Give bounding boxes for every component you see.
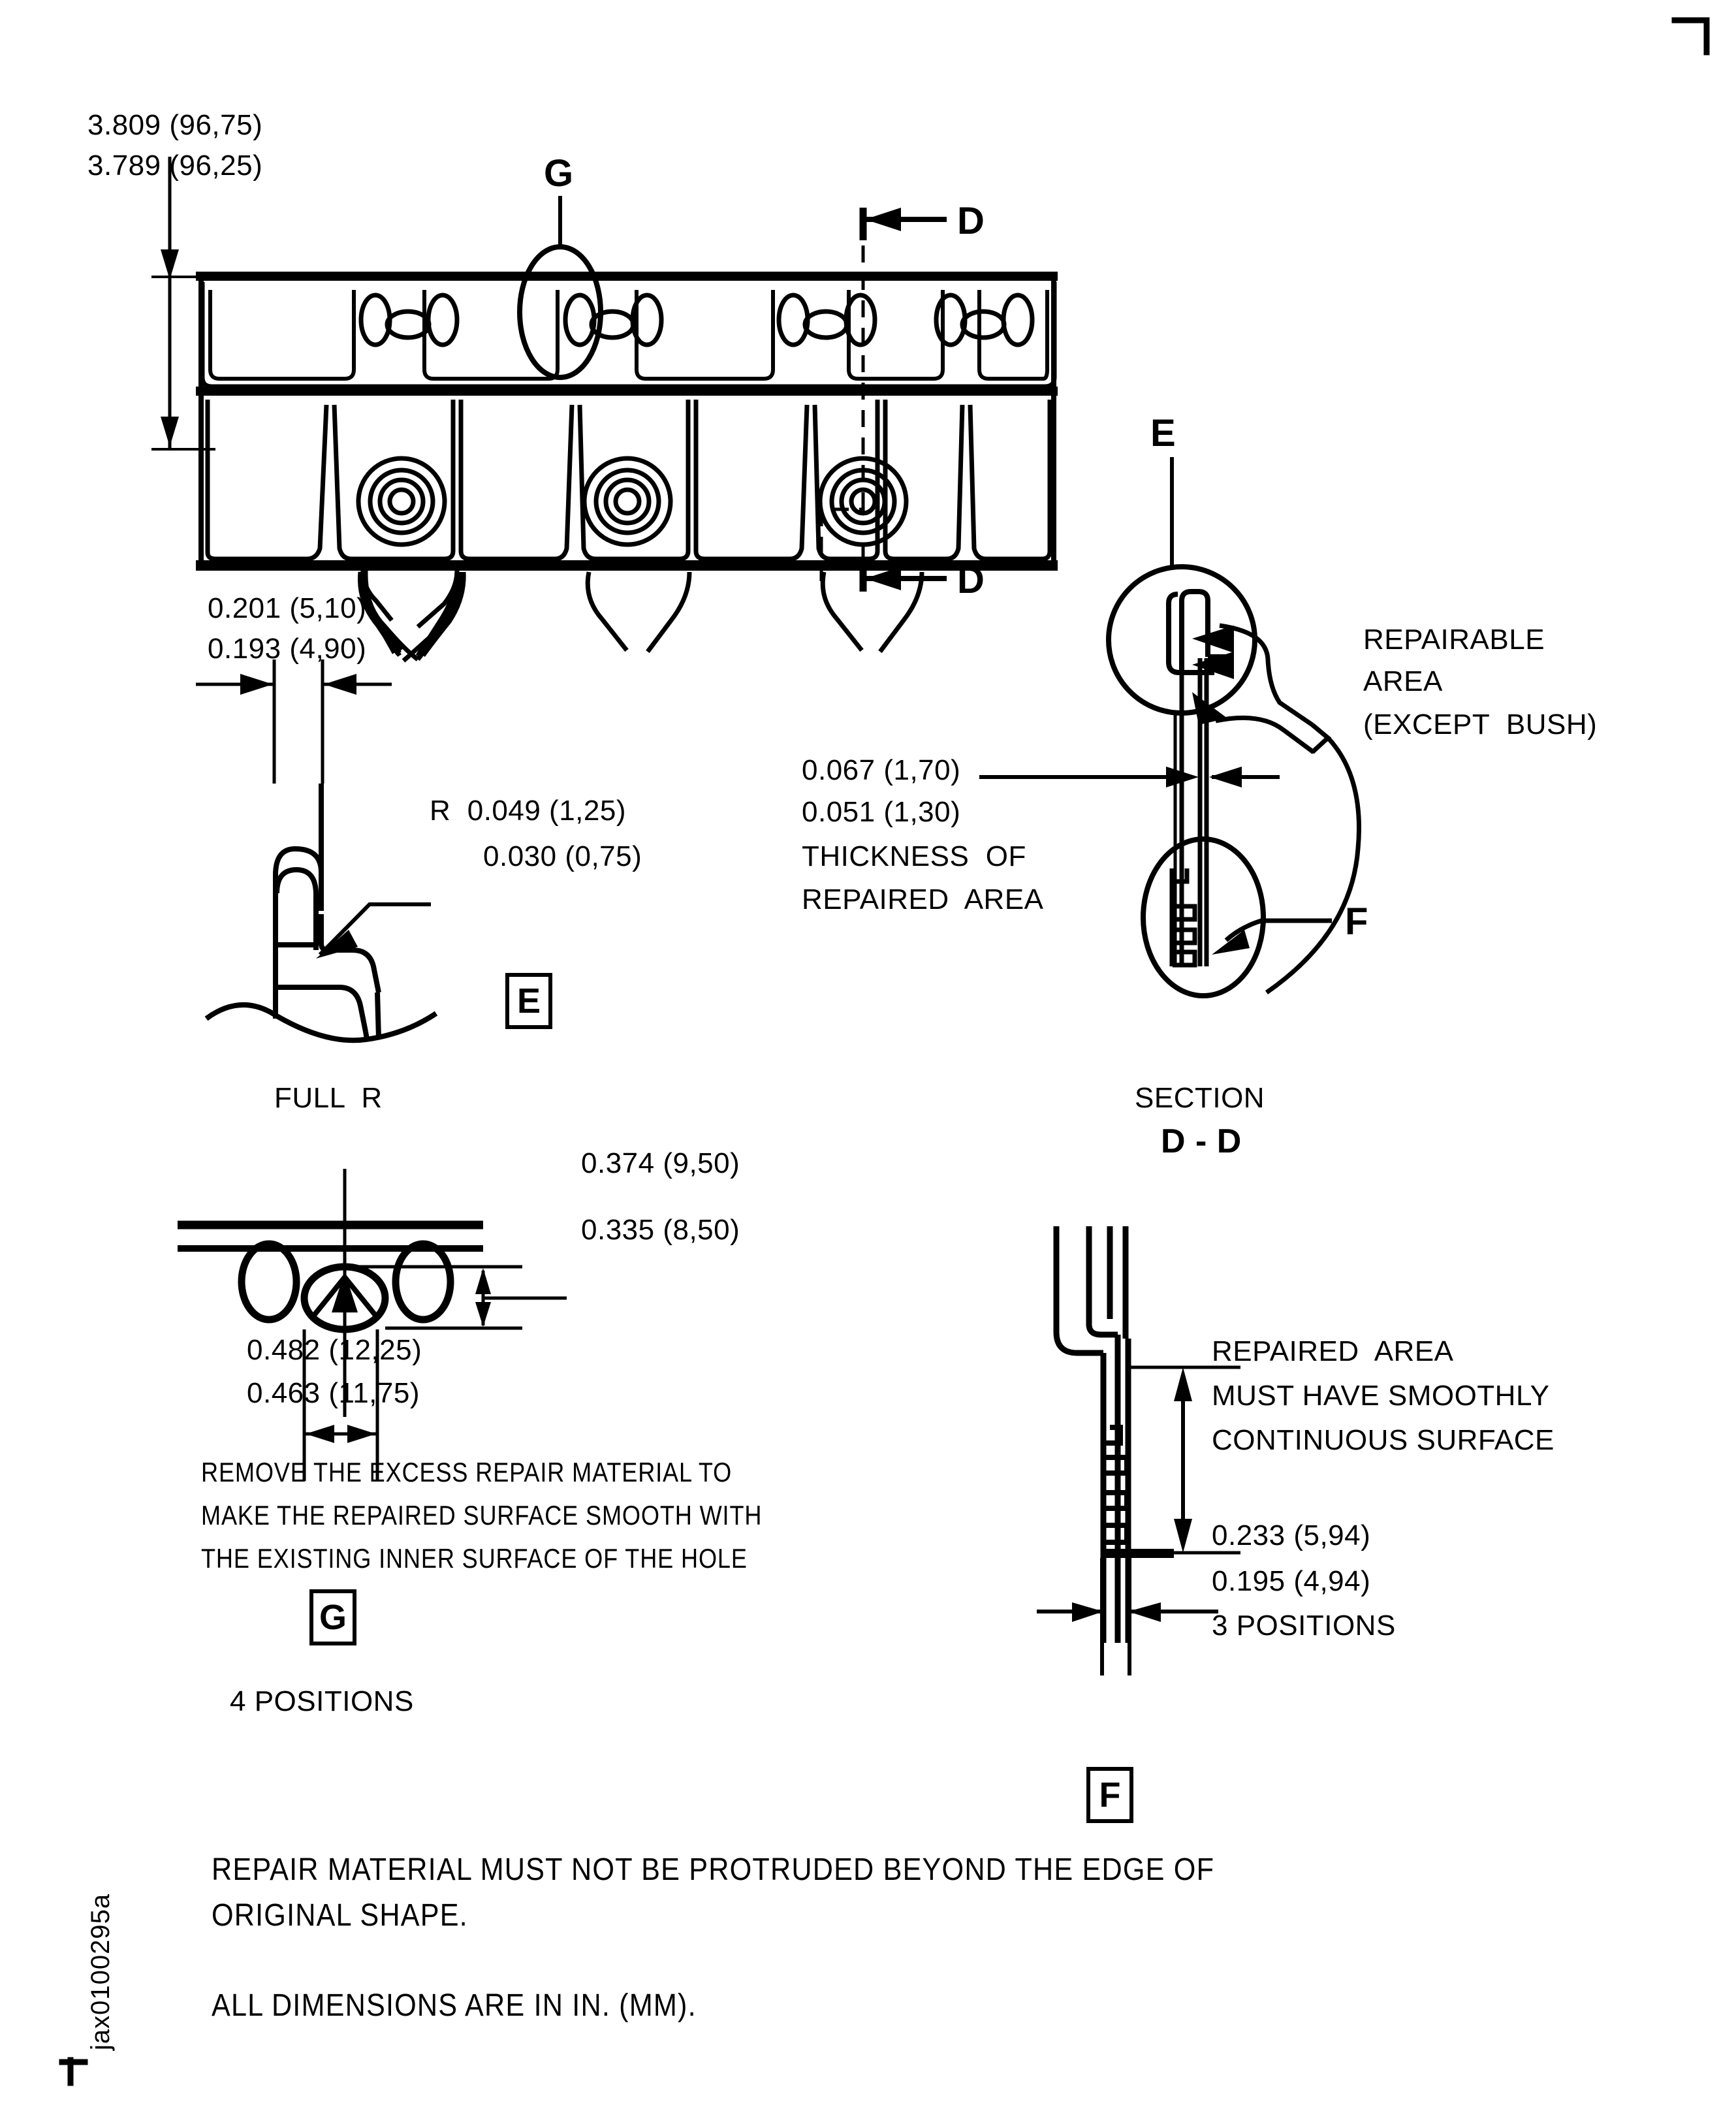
detail-f-height-dimension <box>1174 1367 1192 1553</box>
upper-pockets <box>208 290 1049 381</box>
detail-f-note-line1: REPAIRED AREA <box>1212 1335 1454 1367</box>
general-note-line1: REPAIR MATERIAL MUST NOT BE PROTRUDED BE… <box>212 1852 1215 1887</box>
leader-repairable-upper <box>1219 623 1314 727</box>
sdd-thickness-lower: 0.051 (1,30) <box>802 796 961 828</box>
detail-e-width-upper: 0.201 (5,10) <box>208 592 367 624</box>
detail-g-oval-right <box>392 1240 454 1324</box>
detail-f-geometry <box>1037 1226 1240 1675</box>
detail-g-height-dimension <box>475 1268 567 1327</box>
detail-g-width-upper: 0.482 (12,25) <box>247 1334 422 1366</box>
detail-g-width-dimension <box>302 1329 379 1481</box>
sdd-f-profile <box>1169 868 1197 968</box>
bottom-plate <box>196 560 1058 571</box>
detail-f-steps <box>1105 1425 1129 1545</box>
sdd-repairable-arrows <box>1192 626 1234 725</box>
detail-f-note-line2: MUST HAVE SMOOTHLY <box>1212 1380 1550 1412</box>
detail-e-width-lower: 0.193 (4,90) <box>208 633 367 665</box>
detail-g-height-upper: 0.374 (9,50) <box>581 1147 740 1179</box>
section-dd-title-line2: D - D <box>1161 1122 1242 1160</box>
hole-cluster-4 <box>934 293 1035 347</box>
sdd-repairable-line3: (EXCEPT BUSH) <box>1363 708 1598 740</box>
top-flange <box>196 272 1058 281</box>
mid-divider <box>196 387 1058 396</box>
sdd-thickness-dimension <box>979 712 1280 966</box>
detail-g-notch <box>309 1272 380 1320</box>
detail-e-geometry <box>196 659 438 1043</box>
detail-f-width-lower: 0.195 (4,94) <box>1212 1565 1371 1597</box>
bushing-lug-C <box>817 456 924 654</box>
section-dd-marks <box>819 208 947 592</box>
section-arrow-top-head <box>865 208 901 231</box>
detail-e-width-dimension <box>196 659 392 784</box>
general-note-line2: ORIGINAL SHAPE. <box>212 1898 468 1933</box>
section-arrow-bottom-head <box>865 567 901 590</box>
detail-e-radius-leader <box>316 902 431 959</box>
arrow-repairable-3 <box>1192 692 1227 725</box>
detail-f-width-upper: 0.233 (5,94) <box>1212 1519 1371 1551</box>
drawing-number: jax0100295a <box>86 1893 115 2050</box>
main-view-geometry <box>151 157 1058 661</box>
section-letter-d-top: D <box>957 200 985 242</box>
sdd-repairable-line2: AREA <box>1363 665 1443 697</box>
hole-cluster-1 <box>358 293 460 347</box>
detail-f-flag: F <box>1086 1767 1133 1823</box>
detail-g-full-r-label: FULL R <box>274 1082 383 1114</box>
sdd-thickness-label2: REPAIRED AREA <box>802 883 1044 915</box>
detail-g-note-line3: THE EXISTING INNER SURFACE OF THE HOLE <box>201 1543 748 1574</box>
sdd-f-leader <box>1212 918 1332 955</box>
detail-g-oval-left <box>238 1240 300 1324</box>
detail-g-note-line1: REMOVE THE EXCESS REPAIR MATERIAL TO <box>201 1457 733 1487</box>
main-height-dimension <box>151 157 215 451</box>
general-note-units: ALL DIMENSIONS ARE IN IN. (MM). <box>212 1988 697 2023</box>
detail-f-note-line3: CONTINUOUS SURFACE <box>1212 1424 1555 1456</box>
main-height-dim-lower: 3.789 (96,25) <box>87 150 263 182</box>
leader-repairable-lower <box>1215 715 1316 754</box>
detail-g-positions: 4 POSITIONS <box>230 1685 414 1717</box>
detail-g-note-line2: MAKE THE REPAIRED SURFACE SMOOTH WITH <box>201 1500 763 1531</box>
detail-e-profile <box>273 784 381 1040</box>
detail-callout-g-label: G <box>544 152 574 195</box>
leader-repairable-tail <box>1265 736 1362 994</box>
hole-cluster-2 <box>563 293 664 347</box>
detail-g-height-lower: 0.335 (8,50) <box>581 1214 740 1246</box>
sdd-thickness-upper: 0.067 (1,70) <box>802 754 961 786</box>
section-dd-geometry <box>979 457 1362 998</box>
lower-panels <box>205 400 1052 562</box>
main-height-dim-upper: 3.809 (96,75) <box>87 109 263 141</box>
arrow-repairable-1 <box>1192 626 1234 653</box>
hole-cluster-3 <box>776 293 877 347</box>
detail-e-radius-lower: 0.030 (0,75) <box>483 840 642 872</box>
bushing-lug-B <box>582 456 692 654</box>
bushing-lug-A <box>356 456 466 654</box>
arrow-repairable-2 <box>1192 652 1234 679</box>
sdd-repairable-line1: REPAIRABLE <box>1363 624 1545 656</box>
detail-f-hook <box>1053 1226 1129 1356</box>
detail-e-break-line <box>204 1002 438 1043</box>
detail-g-width-lower: 0.463 (11,75) <box>247 1377 420 1409</box>
detail-g-geometry <box>178 1169 567 1481</box>
sdd-thickness-label1: THICKNESS OF <box>802 840 1026 872</box>
detail-e-flag: E <box>505 973 552 1029</box>
crop-mark-top-right <box>1671 17 1710 56</box>
detail-f-width-dimension <box>1037 1558 1218 1675</box>
sdd-callout-e: E <box>1150 412 1176 454</box>
sdd-callout-f: F <box>1345 900 1368 943</box>
detail-g-flag: G <box>309 1589 356 1645</box>
detail-f-positions: 3 POSITIONS <box>1212 1610 1396 1642</box>
section-dd-title-line1: SECTION <box>1135 1082 1265 1114</box>
detail-e-radius-upper: R 0.049 (1,25) <box>430 795 626 827</box>
section-letter-d-bottom: D <box>957 559 985 601</box>
detail-circle-f-sdd <box>1141 836 1266 998</box>
